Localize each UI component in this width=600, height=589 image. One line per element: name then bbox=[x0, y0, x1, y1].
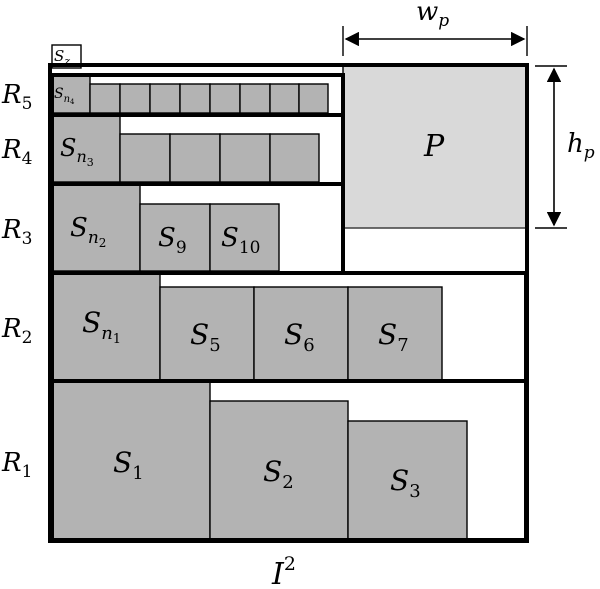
row-label-r3: R3 bbox=[1, 215, 32, 249]
row-label-r4: R4 bbox=[1, 135, 32, 169]
label-sn3: Sn3 bbox=[60, 134, 94, 169]
label-sn4: Sn4 bbox=[54, 86, 75, 106]
row-label-r5: R5 bbox=[1, 80, 32, 114]
square-r4-2 bbox=[169, 133, 221, 183]
square-r4-1 bbox=[119, 133, 171, 183]
square-r5-6 bbox=[239, 83, 271, 114]
label-s7: S7 bbox=[378, 318, 409, 356]
label-s9: S9 bbox=[158, 223, 187, 258]
square-r5-3 bbox=[149, 83, 181, 114]
row-label-r1: R1 bbox=[1, 448, 32, 482]
label-s6: S6 bbox=[284, 318, 315, 356]
container-outline bbox=[48, 63, 529, 543]
square-r4-3 bbox=[219, 133, 271, 183]
square-r5-2 bbox=[119, 83, 151, 114]
square-s3 bbox=[347, 420, 468, 541]
square-s5 bbox=[159, 286, 255, 381]
square-s9 bbox=[139, 203, 211, 272]
square-s7 bbox=[347, 286, 443, 381]
square-r4-4 bbox=[269, 133, 320, 183]
pack-rectangle-p bbox=[342, 65, 528, 229]
square-r5-5 bbox=[209, 83, 241, 114]
square-r5-7 bbox=[269, 83, 300, 114]
square-r5-1 bbox=[89, 83, 121, 114]
label-s2: S2 bbox=[263, 455, 294, 493]
label-p: P bbox=[423, 129, 445, 164]
label-s10: S10 bbox=[221, 223, 260, 258]
label-sn2: Sn2 bbox=[70, 213, 106, 250]
label-s3: S3 bbox=[390, 464, 421, 502]
square-s1 bbox=[51, 381, 211, 541]
row-label-r2: R2 bbox=[1, 314, 32, 348]
label-wp: wp bbox=[416, 0, 449, 31]
square-s10 bbox=[209, 203, 280, 272]
label-sz: Sz bbox=[54, 47, 70, 68]
label-sn1: Sn1 bbox=[82, 306, 121, 347]
square-r5-4 bbox=[179, 83, 211, 114]
label-i2: I2 bbox=[271, 553, 296, 589]
square-r5-8 bbox=[298, 83, 329, 114]
label-hp: hp bbox=[567, 129, 595, 163]
label-s1: S1 bbox=[113, 446, 144, 484]
square-sz bbox=[51, 44, 82, 69]
label-s5: S5 bbox=[190, 318, 221, 356]
